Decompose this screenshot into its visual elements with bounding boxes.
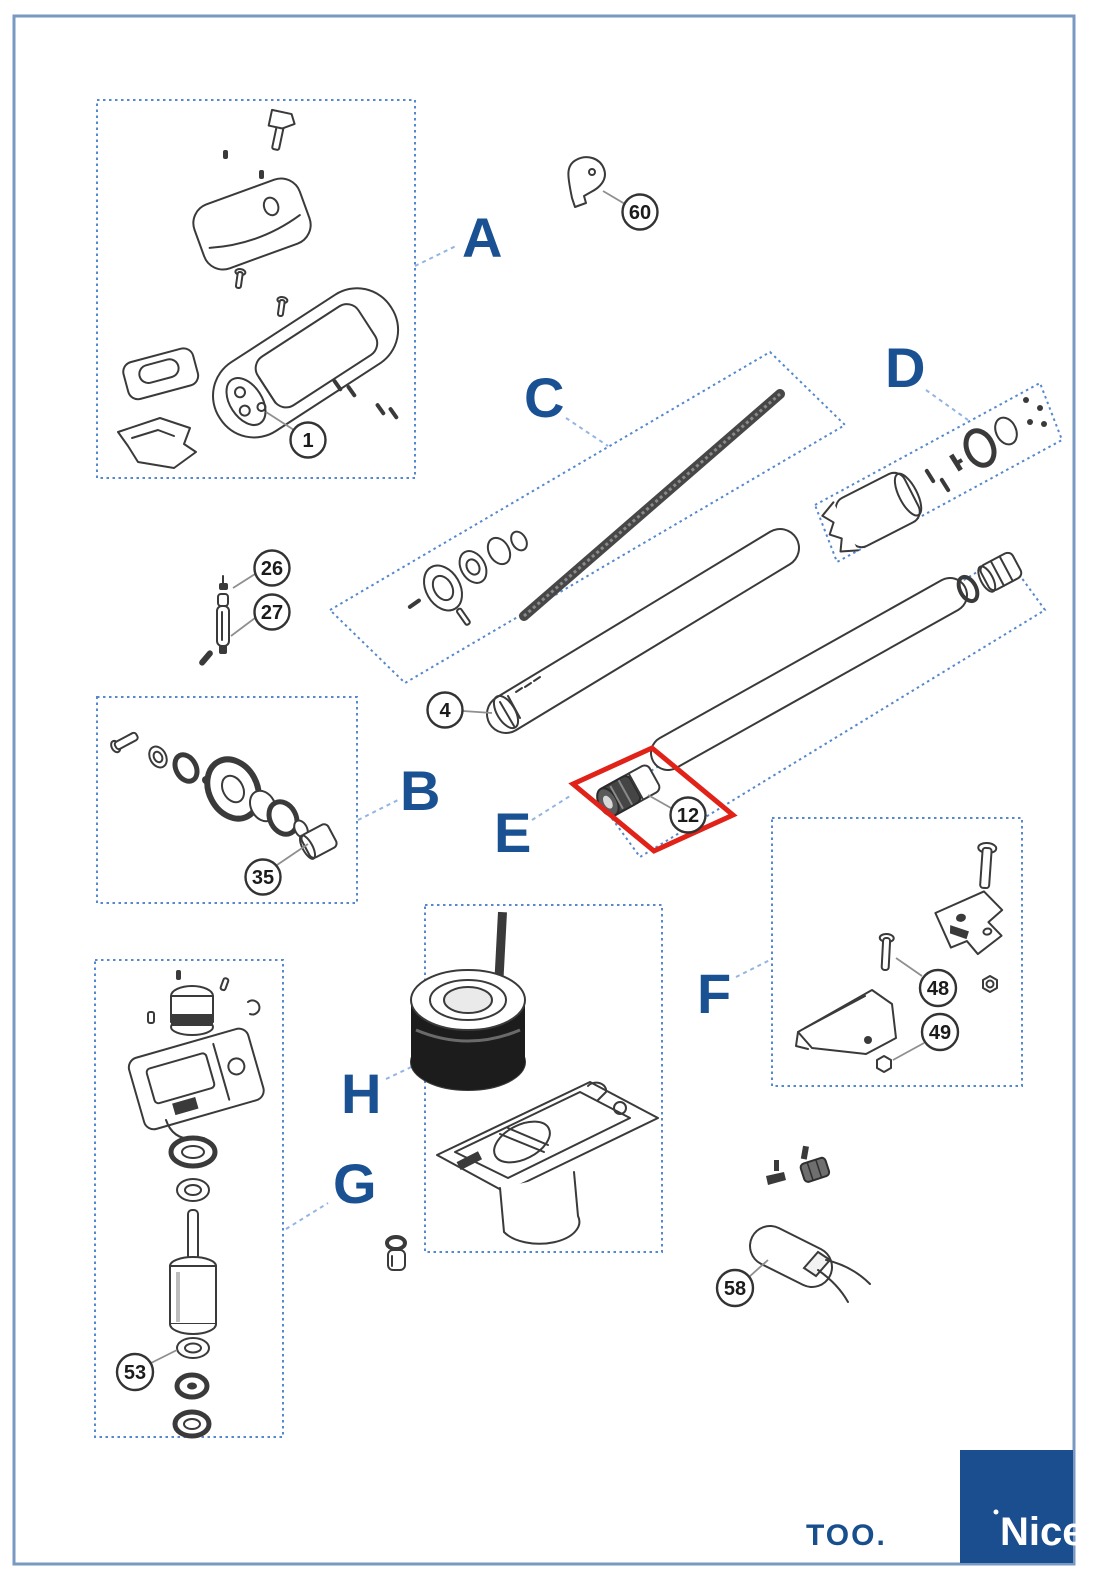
group-label-a: A — [462, 206, 502, 269]
nice-logo-registered-mark — [993, 1509, 999, 1515]
group-box-c — [328, 350, 847, 685]
svg-text:12: 12 — [677, 805, 699, 827]
group-box-f — [771, 817, 1023, 1087]
group-e-art — [650, 551, 1023, 771]
svg-text:49: 49 — [929, 1022, 951, 1044]
part-4-leader — [462, 710, 493, 714]
part-60-art — [567, 156, 606, 208]
page-border — [12, 14, 1076, 1566]
part-callout-35[interactable]: 35 — [244, 858, 282, 896]
part-48-leader — [895, 957, 923, 977]
group-box-h — [424, 904, 663, 1253]
nice-logo: Nice — [960, 1450, 1085, 1563]
part-35-leader — [276, 843, 309, 866]
group-f-leader — [735, 959, 771, 978]
part-53-leader — [150, 1349, 178, 1364]
part-callout-53[interactable]: 53 — [115, 1352, 155, 1392]
group-c-art — [407, 389, 785, 626]
part-26-leader — [232, 573, 256, 589]
part-27-leader — [230, 617, 256, 637]
part-4-art — [486, 528, 800, 734]
group-d-art — [821, 397, 1047, 553]
part-12-art — [596, 764, 661, 817]
group-g-art — [127, 970, 265, 1439]
svg-text:60: 60 — [629, 202, 651, 224]
svg-text:26: 26 — [261, 558, 283, 580]
part-callout-1[interactable]: 1 — [289, 421, 327, 459]
part-callout-27[interactable]: 27 — [253, 593, 291, 631]
part-1-leader — [265, 411, 295, 431]
svg-text:27: 27 — [261, 602, 283, 624]
group-label-d: D — [885, 336, 925, 399]
group-label-b: B — [400, 759, 440, 822]
group-label-e: E — [494, 801, 531, 864]
svg-text:48: 48 — [927, 978, 949, 1000]
group-label-c: C — [524, 366, 564, 429]
part-callout-12[interactable]: 12 — [669, 796, 707, 834]
group-h-art — [410, 911, 659, 1245]
group-f-art — [795, 842, 1004, 1073]
part-49-leader — [892, 1042, 925, 1061]
part-26-27-art — [199, 575, 230, 666]
part-callout-49[interactable]: 49 — [920, 1012, 960, 1052]
part-callout-58[interactable]: 58 — [715, 1268, 755, 1308]
group-label-g: G — [333, 1152, 377, 1215]
misc-screws-art — [766, 1145, 831, 1185]
grease-fitting-art — [385, 1235, 407, 1271]
svg-text:58: 58 — [724, 1278, 746, 1300]
part-58-leader — [748, 1259, 769, 1278]
part-callout-26[interactable]: 26 — [253, 549, 291, 587]
highlight-box-part-12 — [568, 745, 738, 854]
svg-text:35: 35 — [252, 867, 274, 889]
part-58-art — [749, 1225, 871, 1303]
part-callout-60[interactable]: 60 — [621, 193, 659, 231]
group-e-leader — [531, 795, 571, 821]
part-12-leader — [647, 794, 672, 809]
svg-text:1: 1 — [302, 430, 313, 452]
svg-text:53: 53 — [124, 1362, 146, 1384]
group-box-e — [598, 553, 1047, 859]
group-c-leader — [565, 417, 609, 447]
group-label-h: H — [341, 1062, 381, 1125]
group-a-leader — [414, 244, 459, 267]
group-g-leader — [285, 1202, 329, 1230]
group-b-leader — [357, 799, 399, 821]
group-label-f: F — [697, 962, 731, 1025]
group-box-b — [96, 696, 358, 904]
part-60-leader — [602, 190, 626, 205]
part-callout-4[interactable]: 4 — [426, 691, 464, 729]
part-callout-48[interactable]: 48 — [918, 968, 958, 1008]
model-label: TOO. — [806, 1519, 887, 1552]
group-d-leader — [925, 389, 969, 421]
nice-logo-text: Nice — [1000, 1510, 1085, 1554]
nice-logo-background — [960, 1450, 1073, 1563]
group-b-art — [110, 731, 338, 860]
svg-text:4: 4 — [439, 700, 451, 722]
group-box-g — [94, 959, 284, 1438]
group-a-art — [117, 108, 400, 469]
